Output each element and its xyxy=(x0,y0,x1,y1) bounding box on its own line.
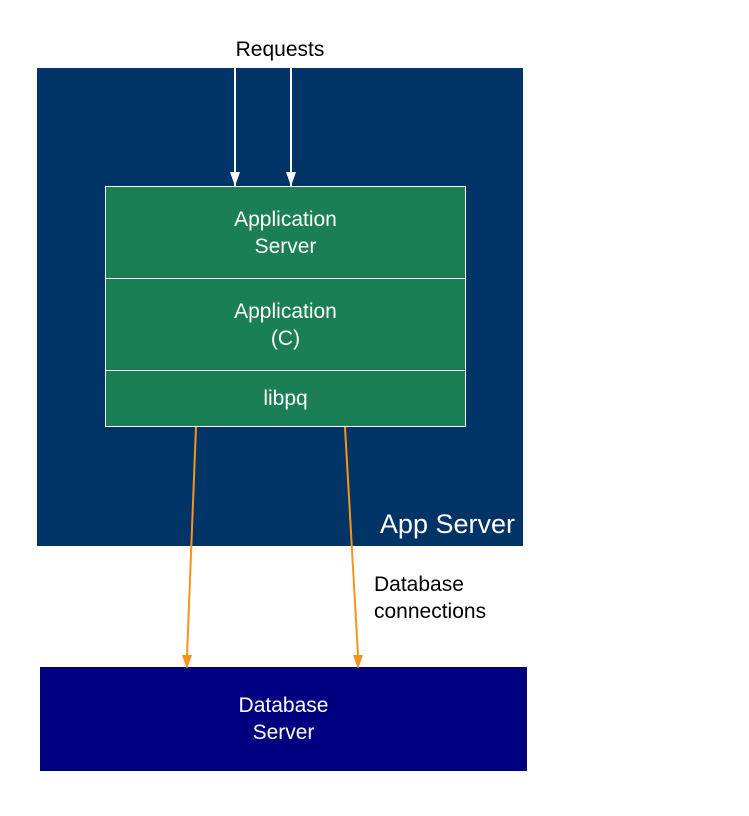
db-connection-arrow-1 xyxy=(186,426,197,657)
app-server-label: App Server xyxy=(379,509,515,539)
db-connection-arrowhead-1 xyxy=(182,655,192,669)
db-connection-arrow-2 xyxy=(344,426,359,657)
request-arrowhead-1 xyxy=(230,172,240,186)
application-stack: Application Server Application (C) libpq xyxy=(105,186,466,427)
application-server-layer: Application Server xyxy=(106,187,465,279)
request-arrowhead-2 xyxy=(286,172,296,186)
requests-label: Requests xyxy=(235,38,325,61)
database-connections-label: Database connections xyxy=(374,573,487,623)
database-server-box: Database Server xyxy=(40,667,527,771)
libpq-layer: libpq xyxy=(263,387,308,410)
db-connection-arrowhead-2 xyxy=(353,655,363,669)
application-c-layer: Application (C) xyxy=(106,279,465,371)
